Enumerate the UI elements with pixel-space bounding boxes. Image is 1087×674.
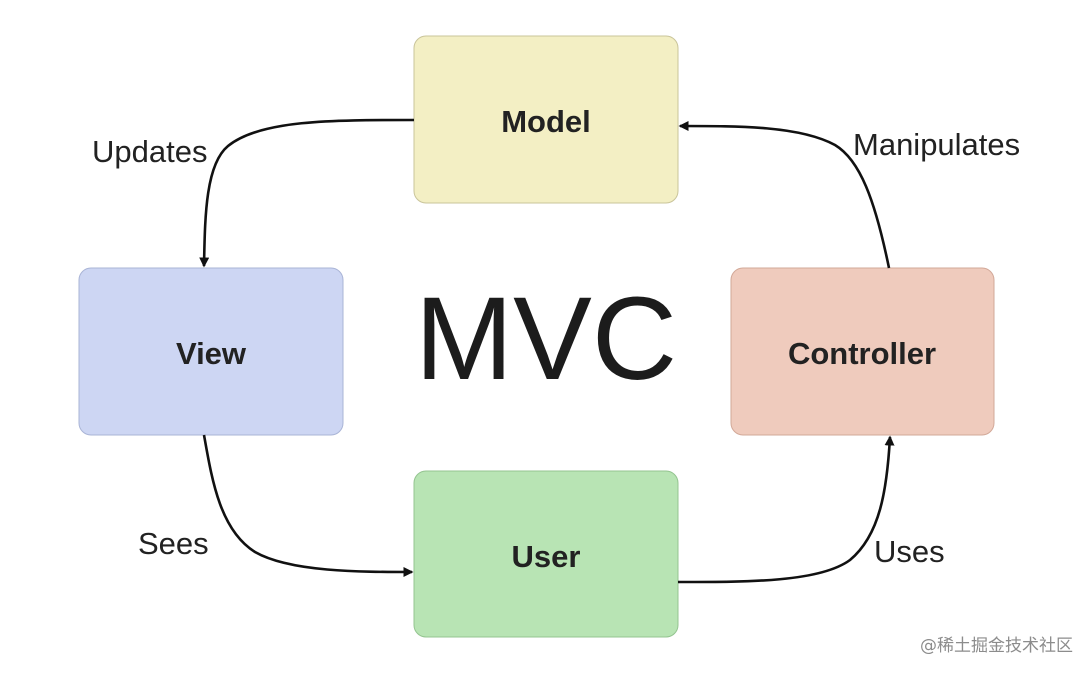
view-label: View	[176, 336, 247, 371]
controller-label: Controller	[788, 336, 936, 371]
manipulates-label: Manipulates	[853, 127, 1020, 162]
view-node: View	[78, 267, 344, 436]
model-node: Model	[413, 35, 679, 204]
watermark-text: @稀土掘金技术社区	[920, 636, 1073, 656]
manipulates-arrow	[678, 121, 891, 269]
controller-box	[730, 267, 995, 436]
sees-label: Sees	[138, 526, 209, 561]
model-label: Model	[501, 104, 591, 139]
updates-arrow	[199, 118, 415, 268]
mvc-title: MVC	[415, 273, 677, 405]
user-label: User	[512, 539, 581, 574]
uses-label: Uses	[874, 534, 945, 569]
controller-node: Controller	[730, 267, 995, 436]
user-node: User	[413, 470, 679, 638]
sees-arrow	[202, 434, 414, 577]
user-box	[413, 470, 679, 638]
updates-label: Updates	[92, 134, 207, 169]
uses-arrow	[677, 435, 895, 584]
view-box	[78, 267, 344, 436]
